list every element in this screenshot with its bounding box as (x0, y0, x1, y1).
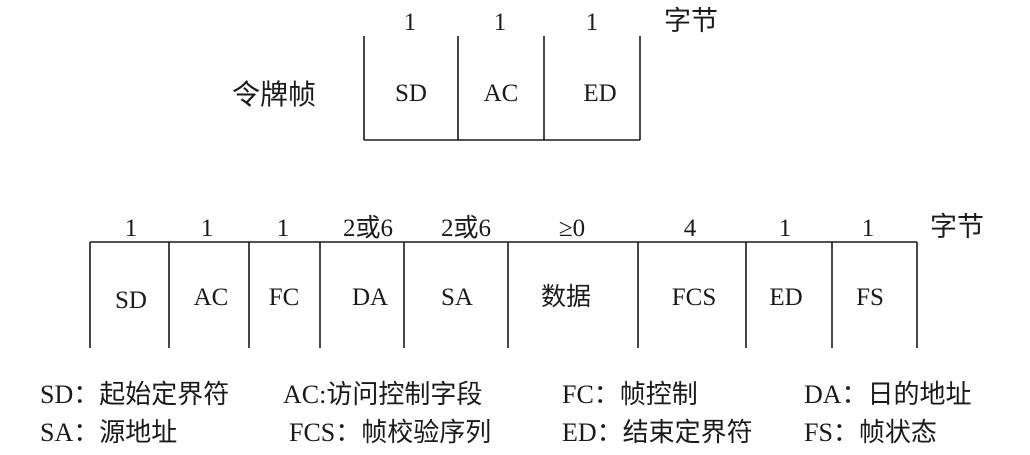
frame-size-label: 4 (684, 215, 697, 242)
frame-size-label: 2或6 (343, 214, 393, 242)
frame-size-label: 1 (201, 215, 214, 242)
frame-field-sa: SA (441, 284, 473, 311)
frame-field-fcs: FCS (672, 284, 716, 311)
token-size-label: 1 (586, 9, 599, 36)
frame-size-label: ≥0 (559, 215, 585, 242)
legend-item-ed: ED：结束定界符 (562, 418, 753, 447)
frame-field-fs: FS (856, 284, 884, 311)
token-field-ed: ED (583, 80, 616, 107)
frame-field-ed: ED (769, 284, 802, 311)
frame-field-da: DA (352, 284, 388, 311)
token-frame-title: 令牌帧 (232, 79, 316, 111)
legend-item-da: DA：日的地址 (804, 380, 972, 409)
token-frame: 令牌帧 1 1 1 字节 SD AC ED (232, 6, 718, 141)
legend-item-sa: SA：源地址 (40, 418, 177, 447)
frame-size-label: 2或6 (441, 214, 491, 242)
token-field-ac: AC (484, 80, 519, 107)
token-unit-label: 字节 (664, 6, 718, 36)
legend-item-sd: SD：起始定界符 (40, 380, 229, 409)
legend-item-ac: AC:访问控制字段 (283, 380, 482, 409)
legend: SD：起始定界符 AC:访问控制字段 FC：帧控制 DA：日的地址 SA：源地址… (40, 380, 972, 447)
legend-item-fc: FC：帧控制 (562, 380, 698, 409)
token-size-label: 1 (494, 9, 507, 36)
token-field-sd: SD (395, 80, 427, 107)
frame-unit-label: 字节 (930, 212, 984, 242)
data-frame: 1 1 1 2或6 2或6 ≥0 4 1 1 字节 SD AC FC DA SA… (89, 212, 984, 348)
frame-field-sd: SD (115, 287, 147, 314)
frame-size-label: 1 (277, 215, 290, 242)
frame-size-label: 1 (125, 215, 138, 242)
legend-item-fcs: FCS：帧校验序列 (289, 418, 491, 447)
frame-size-label: 1 (862, 215, 875, 242)
token-size-label: 1 (404, 9, 417, 36)
frame-size-label: 1 (779, 215, 792, 242)
frame-field-fc: FC (269, 284, 300, 311)
legend-item-fs: FS：帧状态 (804, 418, 937, 447)
frame-field-data: 数据 (541, 283, 591, 311)
frame-field-ac: AC (194, 284, 229, 311)
